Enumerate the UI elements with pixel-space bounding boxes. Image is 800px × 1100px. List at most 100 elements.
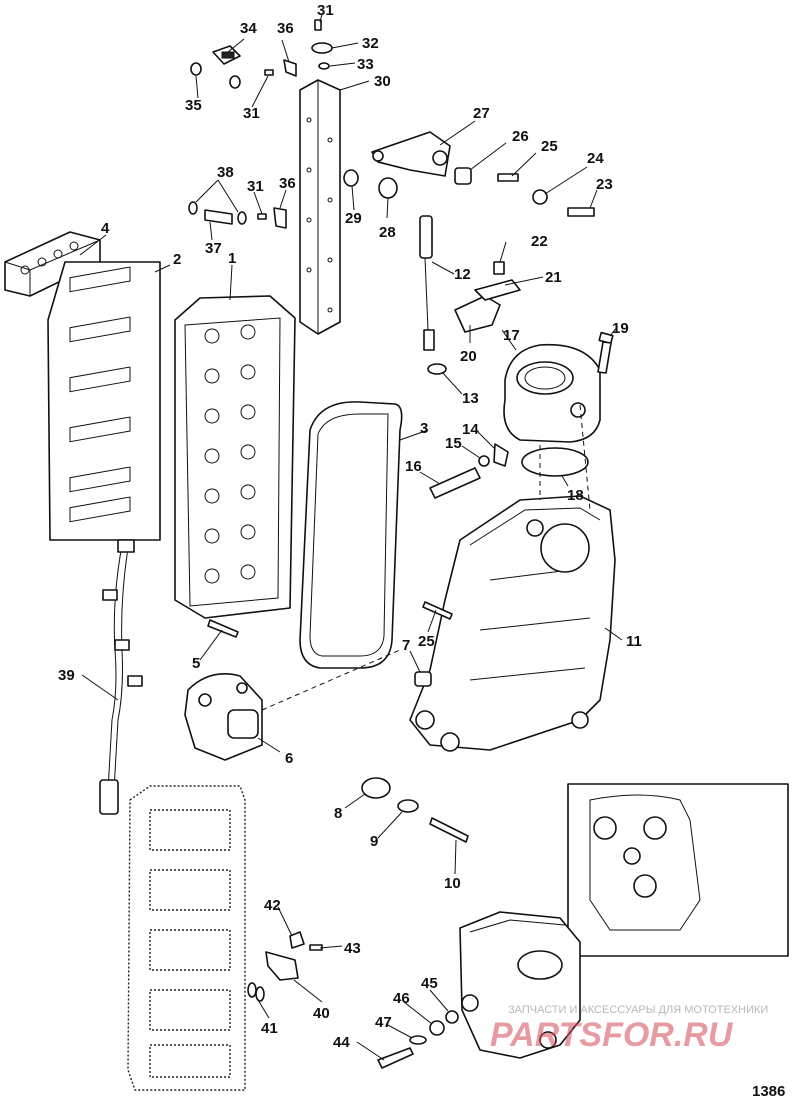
part-20-connector	[454, 295, 501, 333]
callout-44: 44	[333, 1034, 350, 1051]
part-24-washer	[532, 189, 548, 205]
callout-26: 26	[512, 128, 529, 145]
callout-43: 43	[344, 940, 361, 957]
part-29-grommet	[343, 169, 359, 187]
callout-36-b: 36	[279, 175, 296, 192]
part-38-seal-a	[188, 201, 198, 215]
callout-13: 13	[462, 390, 479, 407]
alignment-line-a	[261, 649, 401, 711]
part-28-grommet	[378, 177, 398, 199]
part-31-screw-b	[257, 213, 267, 220]
part-34-fitting	[212, 45, 241, 65]
part-33-seal	[318, 62, 330, 70]
callout-3: 3	[420, 420, 428, 437]
callout-33: 33	[357, 56, 374, 73]
figure-number: 1386	[752, 1083, 785, 1100]
part-25-screw-mid	[422, 601, 453, 620]
callout-4: 4	[101, 220, 110, 237]
part-36-clip-b	[273, 207, 287, 229]
callout-36-top: 36	[277, 20, 294, 37]
part-15-nut	[478, 455, 490, 467]
part-18-o-ring	[521, 447, 589, 477]
callout-35: 35	[185, 97, 202, 114]
part-1-manifold-plate	[174, 295, 296, 619]
part-39-wire-harness	[99, 539, 143, 815]
callout-25-mid: 25	[418, 633, 435, 650]
callout-24: 24	[587, 150, 604, 167]
watermark-tagline: ЗАПЧАСТИ И АКСЕССУАРЫ ДЛЯ МОТОТЕХНИКИ	[508, 1004, 768, 1016]
leader-lines	[79, 13, 623, 1061]
callout-42: 42	[264, 897, 281, 914]
callout-38: 38	[217, 164, 234, 181]
watermark: ЗАПЧАСТИ И АКСЕССУАРЫ ДЛЯ МОТОТЕХНИКИ PA…	[490, 1004, 768, 1054]
callout-7: 7	[402, 637, 410, 654]
part-45-fitting	[445, 1010, 459, 1024]
part-41-seal-b	[255, 986, 265, 1002]
callout-2: 2	[173, 251, 181, 268]
part-9-washer	[397, 799, 419, 813]
callouts: 34 36 31 32 33 30 35 31 27 26 25 24 23 3…	[58, 2, 642, 1051]
part-23-bolt	[567, 207, 595, 217]
part-27-bracket	[371, 131, 451, 177]
callout-8: 8	[334, 805, 342, 822]
part-19-bolt	[597, 331, 614, 374]
ghosted-manifold-plate	[127, 785, 246, 1091]
watermark-brand: PARTSFOR.RU	[490, 1016, 734, 1054]
callout-15: 15	[445, 435, 462, 452]
callout-45: 45	[421, 975, 438, 992]
part-30-fuel-rail	[299, 79, 341, 335]
callout-31-a: 31	[243, 105, 260, 122]
part-10-bolt	[429, 817, 469, 843]
callout-12: 12	[454, 266, 471, 283]
detail-inset	[567, 783, 789, 957]
part-31-screw-top	[314, 19, 322, 31]
callout-29: 29	[345, 210, 362, 227]
part-3-gasket-loop	[299, 401, 403, 669]
callout-11: 11	[626, 633, 642, 650]
part-37-injector	[204, 209, 233, 225]
callout-23: 23	[596, 176, 613, 193]
callout-40: 40	[313, 1005, 330, 1022]
part-38-seal-b	[237, 211, 247, 225]
part-22-screw	[493, 261, 505, 275]
callout-31-b: 31	[247, 178, 264, 195]
callout-1: 1	[228, 250, 236, 267]
part-17-throttle-body	[503, 343, 601, 443]
callout-19: 19	[612, 320, 629, 337]
callout-27: 27	[473, 105, 490, 122]
part-36-clip-a	[283, 59, 297, 77]
part-47-washer	[409, 1035, 427, 1045]
part-14-fitting	[493, 443, 509, 467]
part-11-main-housing	[409, 495, 616, 752]
callout-18: 18	[567, 487, 584, 504]
part-7-plug	[414, 671, 432, 687]
callout-37: 37	[205, 240, 222, 257]
part-46-washer	[429, 1020, 445, 1036]
callout-22: 22	[531, 233, 548, 250]
callout-9: 9	[370, 833, 378, 850]
part-8-grommet	[361, 777, 391, 799]
callout-32: 32	[362, 35, 379, 52]
callout-39: 39	[58, 667, 75, 684]
callout-14: 14	[462, 421, 479, 438]
part-5-bolt	[207, 619, 239, 638]
callout-21: 21	[545, 269, 562, 286]
part-35-washer-b	[229, 75, 241, 89]
callout-41: 41	[261, 1020, 278, 1037]
callout-20: 20	[460, 348, 477, 365]
part-42-clip	[289, 931, 305, 949]
callout-46: 46	[393, 990, 410, 1007]
part-41-seal-a	[247, 982, 257, 998]
part-32-plate	[311, 42, 333, 54]
part-6-idle-actuator	[184, 673, 263, 761]
part-25-screw-top	[497, 173, 519, 182]
part-44-bolt	[377, 1047, 414, 1069]
callout-17: 17	[503, 327, 520, 344]
callout-47: 47	[375, 1014, 392, 1031]
callout-10: 10	[444, 875, 461, 892]
part-35-washer-a	[190, 62, 202, 76]
part-12-sensor	[419, 215, 435, 351]
callout-6: 6	[285, 750, 293, 767]
callout-34: 34	[240, 20, 257, 37]
callout-16: 16	[405, 458, 422, 475]
